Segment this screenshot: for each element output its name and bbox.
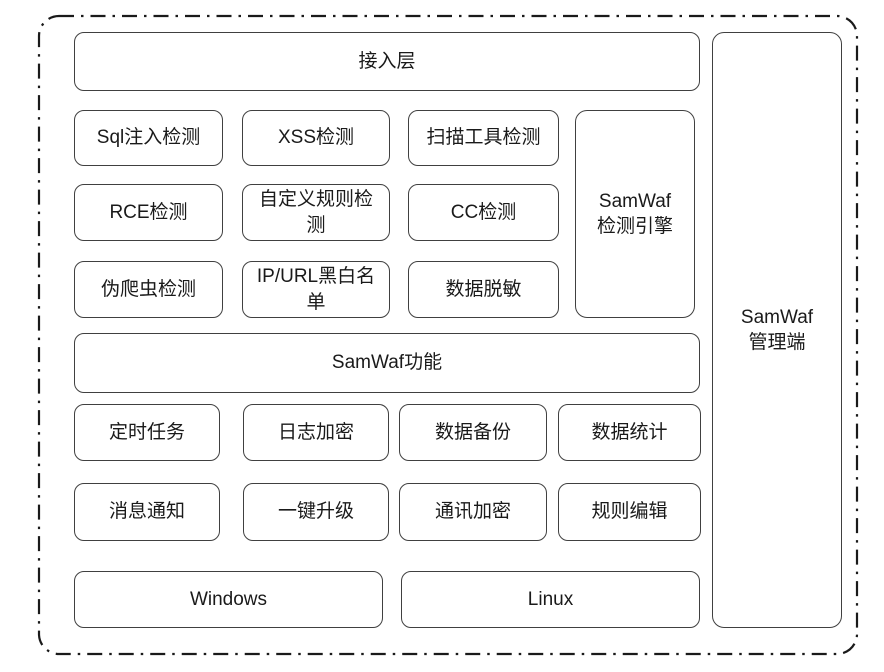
detection-box-data-masking: 数据脱敏 — [408, 261, 559, 318]
feature-box-data-statistics: 数据统计 — [558, 404, 701, 461]
feature-box-scheduled-tasks: 定时任务 — [74, 404, 220, 461]
detection-box-cc: CC检测 — [408, 184, 559, 241]
samwaf-features-box: SamWaf功能 — [74, 333, 700, 393]
management-panel-box: SamWaf 管理端 — [712, 32, 842, 628]
platform-box-windows: Windows — [74, 571, 383, 628]
feature-box-message-notification: 消息通知 — [74, 483, 220, 541]
feature-box-data-backup: 数据备份 — [399, 404, 547, 461]
detection-box-xss: XSS检测 — [242, 110, 390, 166]
detection-box-custom-rules: 自定义规则检 测 — [242, 184, 390, 241]
detection-box-scanner: 扫描工具检测 — [408, 110, 559, 166]
detection-box-fake-crawler: 伪爬虫检测 — [74, 261, 223, 318]
feature-box-log-encryption: 日志加密 — [243, 404, 389, 461]
detection-box-ip-url-blacklist: IP/URL黑白名 单 — [242, 261, 390, 318]
feature-box-communication-encryption: 通讯加密 — [399, 483, 547, 541]
detection-box-rce: RCE检测 — [74, 184, 223, 241]
feature-box-one-click-upgrade: 一键升级 — [243, 483, 389, 541]
access-layer-box: 接入层 — [74, 32, 700, 91]
feature-box-rule-editing: 规则编辑 — [558, 483, 701, 541]
detection-engine-box: SamWaf 检测引擎 — [575, 110, 695, 318]
detection-box-sql-injection: Sql注入检测 — [74, 110, 223, 166]
platform-box-linux: Linux — [401, 571, 700, 628]
